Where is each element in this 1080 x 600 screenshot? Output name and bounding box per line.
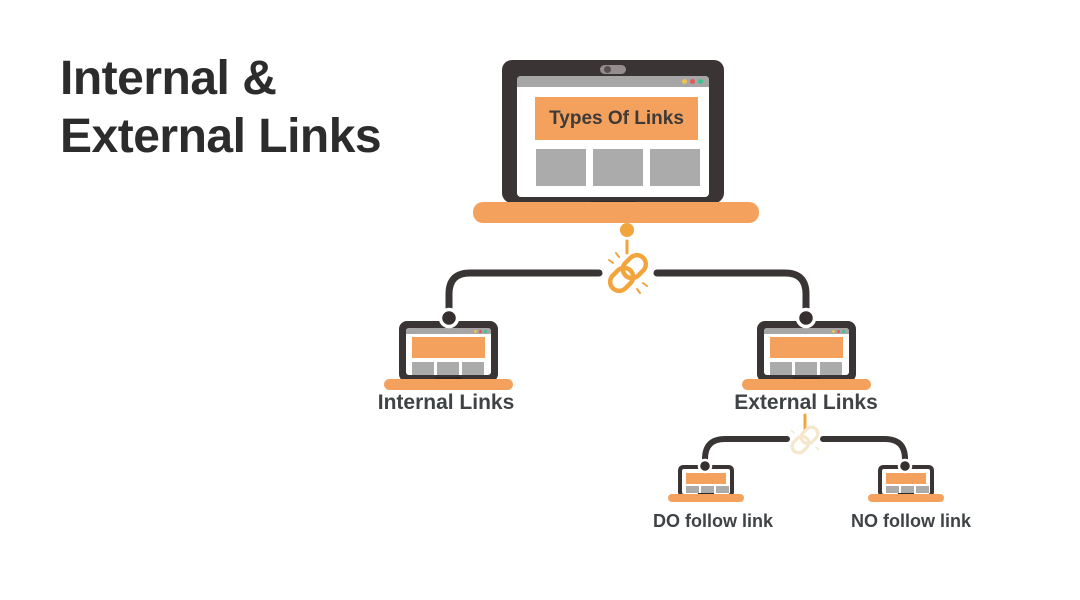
laptop-base <box>868 494 944 502</box>
thumbnail <box>795 362 817 375</box>
node-connector-dot <box>697 458 713 474</box>
label-no-follow-link: NO follow link <box>851 511 971 531</box>
screen-banner: Types Of Links <box>535 97 698 140</box>
laptop-base <box>668 494 744 502</box>
browser-dot-green <box>842 329 845 333</box>
thumbnail-row <box>770 362 842 375</box>
thumbnail <box>536 149 586 186</box>
browser-dot-green <box>698 79 703 84</box>
screen-banner <box>412 337 485 358</box>
thumbnail <box>716 486 729 493</box>
browser-bar <box>764 328 849 334</box>
thumbnail <box>650 149 700 186</box>
thumbnail <box>686 486 699 493</box>
node-connector-dot <box>438 307 460 329</box>
page-title-line2: External Links <box>60 110 382 163</box>
chain-link-icon-faint <box>790 425 820 455</box>
browser-dot-red <box>690 79 695 84</box>
screen-banner <box>770 337 843 358</box>
thumbnail-row <box>536 149 700 186</box>
main-branch-line <box>445 269 810 320</box>
browser-bar <box>517 76 709 87</box>
thumbnail <box>437 362 459 375</box>
thumbnail <box>820 362 842 375</box>
node-connector-dot <box>795 307 817 329</box>
browser-dot-red <box>837 329 840 333</box>
node-connector-dot <box>897 458 913 474</box>
sparkle-dashes <box>608 252 648 294</box>
screen-banner <box>886 473 926 484</box>
thumbnail <box>770 362 792 375</box>
thumbnail <box>593 149 643 186</box>
label-internal-links: Internal Links <box>377 391 515 414</box>
thumbnail-row <box>886 486 929 493</box>
screen-banner <box>686 473 726 484</box>
root-connector-dot <box>620 223 634 237</box>
label-external-links: External Links <box>734 391 878 414</box>
laptop-base <box>742 379 871 390</box>
laptop-base <box>473 202 759 223</box>
camera-icon <box>600 65 626 74</box>
thumbnail <box>462 362 484 375</box>
laptop-screen: Types Of Links <box>517 76 709 197</box>
label-do-follow-link: DO follow link <box>653 511 773 531</box>
page-title: Internal & External Links <box>60 50 382 166</box>
thumbnail-row <box>412 362 484 375</box>
laptop-screen <box>764 328 849 375</box>
laptop-screen <box>406 328 491 375</box>
browser-dot-red <box>479 329 482 333</box>
thumbnail <box>901 486 914 493</box>
browser-dot-yellow <box>682 79 687 84</box>
browser-dot-green <box>484 329 487 333</box>
thumbnail <box>701 486 714 493</box>
thumbnail <box>916 486 929 493</box>
thumbnail <box>886 486 899 493</box>
laptop-base <box>384 379 513 390</box>
thumbnail <box>412 362 434 375</box>
page-title-line1: Internal & <box>60 52 277 105</box>
browser-dot-yellow <box>474 329 477 333</box>
browser-dot-yellow <box>832 329 835 333</box>
browser-bar <box>406 328 491 334</box>
chain-link-icon <box>607 252 649 294</box>
thumbnail-row <box>686 486 729 493</box>
